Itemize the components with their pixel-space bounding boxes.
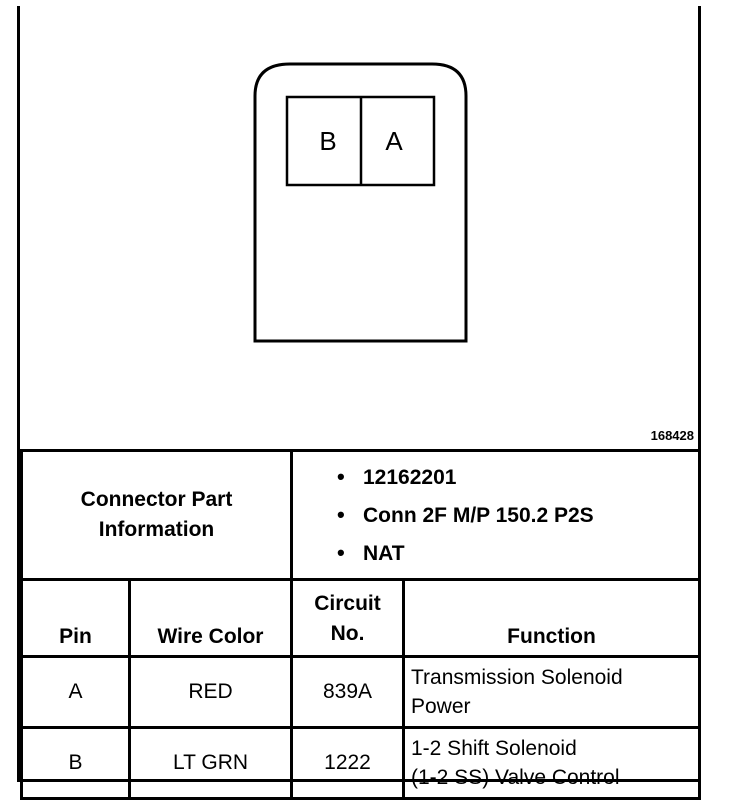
header-wire-color: Wire Color xyxy=(128,578,293,658)
connector-diagram: B A 168428 xyxy=(20,6,698,449)
part-info-label-line1: Connector Part xyxy=(80,488,233,511)
part-info-label: Connector Part Information xyxy=(20,449,293,581)
circuit-cell: 1222 xyxy=(290,726,405,800)
header-circuit-line2: No. xyxy=(330,622,365,645)
connector-description: Conn 2F M/P 150.2 P2S xyxy=(363,504,594,527)
header-pin: Pin xyxy=(20,578,131,658)
function-line1: Transmission Solenoid xyxy=(411,666,623,689)
pin-cell: A xyxy=(20,655,131,729)
connector-frame: B A 168428 Connector Part Information •1… xyxy=(17,6,702,800)
header-function: Function xyxy=(401,578,702,658)
connector-color: NAT xyxy=(363,542,405,565)
function-line2: (1-2 SS) Valve Control xyxy=(411,766,620,789)
part-info-item: •12162201 xyxy=(337,464,457,489)
function-line2: Power xyxy=(411,695,471,718)
cavity-label-b: B xyxy=(319,126,336,156)
header-row: Pin Wire Color Circuit No. Function xyxy=(20,578,702,658)
circuit-cell: 839A xyxy=(290,655,405,729)
cavity-label-a: A xyxy=(385,126,403,156)
wire-color-cell: LT GRN xyxy=(128,726,293,800)
pin-cell: B xyxy=(20,726,131,800)
table-row: B LT GRN 1222 1-2 Shift Solenoid (1-2 SS… xyxy=(20,726,702,800)
header-circuit: Circuit No. xyxy=(290,578,405,658)
part-info-item: •NAT xyxy=(337,540,405,565)
part-number: 12162201 xyxy=(363,466,457,489)
function-line1: 1-2 Shift Solenoid xyxy=(411,737,577,760)
part-info-item: •Conn 2F M/P 150.2 P2S xyxy=(337,502,594,527)
connector-drawing: B A xyxy=(253,62,468,343)
function-cell: Transmission Solenoid Power xyxy=(401,655,702,729)
part-info-list: •12162201 •Conn 2F M/P 150.2 P2S •NAT xyxy=(289,449,702,581)
part-info-label-line2: Information xyxy=(98,518,215,541)
part-info-row: Connector Part Information •12162201 •Co… xyxy=(20,449,702,581)
connector-table: Connector Part Information •12162201 •Co… xyxy=(20,449,702,800)
wire-color-cell: RED xyxy=(128,655,293,729)
table-row: A RED 839A Transmission Solenoid Power xyxy=(20,655,702,729)
function-cell: 1-2 Shift Solenoid (1-2 SS) Valve Contro… xyxy=(401,726,702,800)
header-circuit-line1: Circuit xyxy=(314,592,381,615)
figure-id: 168428 xyxy=(650,428,694,443)
connector-housing xyxy=(253,62,468,343)
